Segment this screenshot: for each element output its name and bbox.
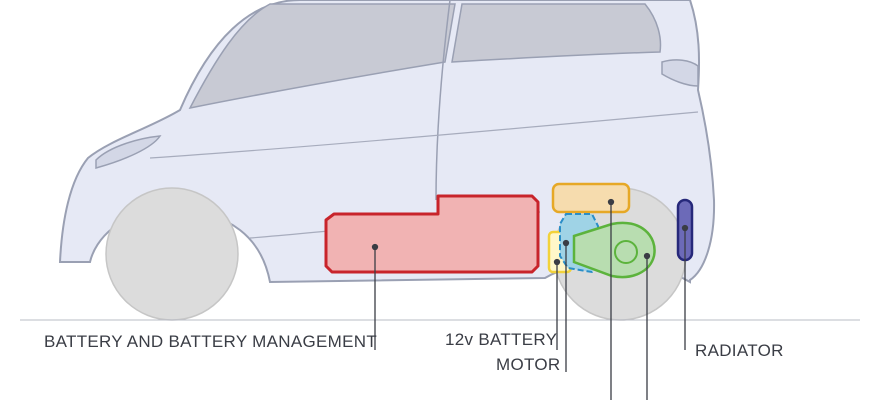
radiator-label: RADIATOR	[695, 341, 784, 361]
battery-management-label: BATTERY AND BATTERY MANAGEMENT	[44, 332, 377, 352]
gearbox-hub	[615, 241, 637, 263]
front-wheel	[106, 188, 238, 320]
rear-window	[452, 4, 660, 62]
battery-12v-label: 12v BATTERY	[445, 330, 557, 350]
motor-label: MOTOR	[496, 355, 560, 375]
controller-unit	[553, 184, 629, 212]
